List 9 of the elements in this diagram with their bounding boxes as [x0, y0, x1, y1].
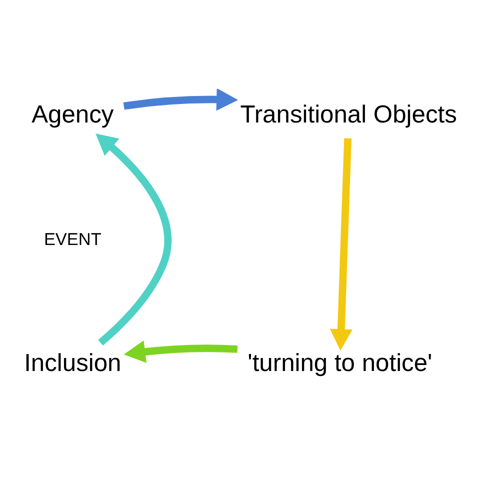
- arrow: [123, 340, 238, 363]
- node-text: Transitional Objects: [240, 101, 456, 128]
- arrow: [95, 133, 172, 346]
- arrow: [329, 138, 352, 351]
- node-text: Inclusion: [24, 350, 121, 378]
- node-text: 'turning to notice': [247, 350, 432, 378]
- node-text: Agency: [31, 101, 114, 128]
- arrow: [122, 89, 238, 111]
- label: EVENT: [43, 229, 101, 250]
